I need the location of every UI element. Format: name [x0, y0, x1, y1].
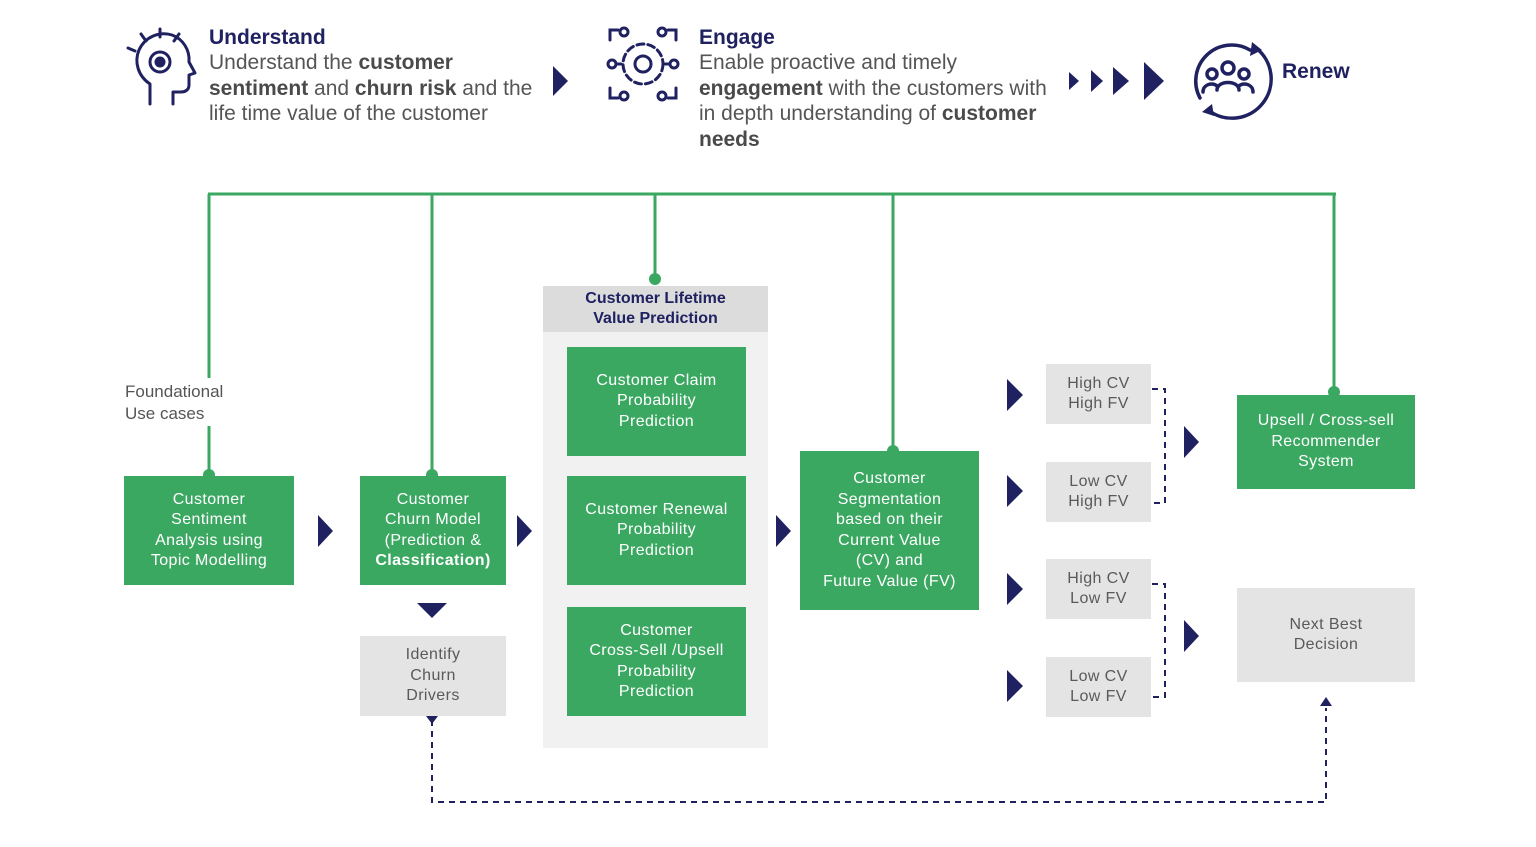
dashed-brackets: [431, 388, 1327, 803]
green-connector-lines: [207, 192, 1336, 476]
crosssell-probability-box: Customer Cross-Sell /Upsell Probability …: [567, 607, 746, 716]
gear-network-icon: [606, 26, 680, 102]
claim-probability-box: Customer Claim Probability Prediction: [567, 347, 746, 456]
connector-dots: [203, 273, 1340, 481]
segment-low-cv-high-fv: Low CV High FV: [1046, 462, 1151, 522]
renewal-probability-box: Customer Renewal Probability Prediction: [567, 476, 746, 585]
understand-text-5: and: [308, 76, 355, 100]
people-cycle-icon: [1194, 42, 1273, 120]
engage-description: Enable proactive and timely engagement w…: [699, 50, 1059, 152]
renew-title: Renew: [1282, 60, 1350, 83]
sentiment-analysis-box: Customer Sentiment Analysis using Topic …: [124, 476, 294, 585]
engage-text-1: Enable proactive and timely: [699, 51, 957, 74]
churn-drivers-box: Identify Churn Drivers: [360, 636, 506, 716]
understand-title: Understand: [209, 26, 326, 49]
engage-title: Engage: [699, 26, 775, 49]
engage-text-4: customer needs: [699, 102, 1037, 151]
arrow-down-icon: [417, 603, 447, 618]
understand-text-1: Understand the: [209, 51, 359, 74]
flow-arrows: [318, 379, 1199, 702]
engage-text-2: engagement: [699, 76, 823, 100]
understand-text-2: customer: [358, 51, 453, 74]
head-target-icon: [126, 27, 197, 106]
understand-description: Understand the customer sentiment and ch…: [209, 50, 539, 127]
understand-text-4: sentiment: [209, 76, 309, 100]
next-best-decision-box: Next Best Decision: [1237, 588, 1415, 682]
engage-section: Engage Enable proactive and timely engag…: [699, 26, 1059, 152]
arrow-right-icon: [553, 62, 1164, 100]
segment-low-cv-low-fv: Low CV Low FV: [1046, 657, 1151, 717]
engage-text-3: with the customers with in depth underst…: [699, 76, 1047, 126]
churn-model-label: Customer Churn Model (Prediction &: [384, 490, 482, 549]
recommender-box: Upsell / Cross-sell Recommender System: [1237, 395, 1415, 489]
churn-model-label-bold: Classification): [375, 552, 491, 569]
segmentation-box: Customer Segmentation based on their Cur…: [800, 451, 979, 610]
dashed-arrowheads: [426, 697, 1332, 724]
understand-text-7: and the life time value of the customer: [209, 76, 533, 126]
segment-high-cv-high-fv: High CV High FV: [1046, 364, 1151, 424]
understand-section: Understand Understand the customer senti…: [209, 26, 539, 127]
understand-text-6: churn risk: [354, 76, 457, 100]
segment-high-cv-low-fv: High CV Low FV: [1046, 559, 1151, 619]
churn-model-box: Customer Churn Model (Prediction & Class…: [360, 476, 506, 585]
foundational-label: Foundational Use cases: [125, 382, 224, 423]
clv-panel-header: Customer Lifetime Value Prediction: [543, 286, 768, 332]
churn-model-text: Customer Churn Model (Prediction & Class…: [375, 490, 490, 572]
